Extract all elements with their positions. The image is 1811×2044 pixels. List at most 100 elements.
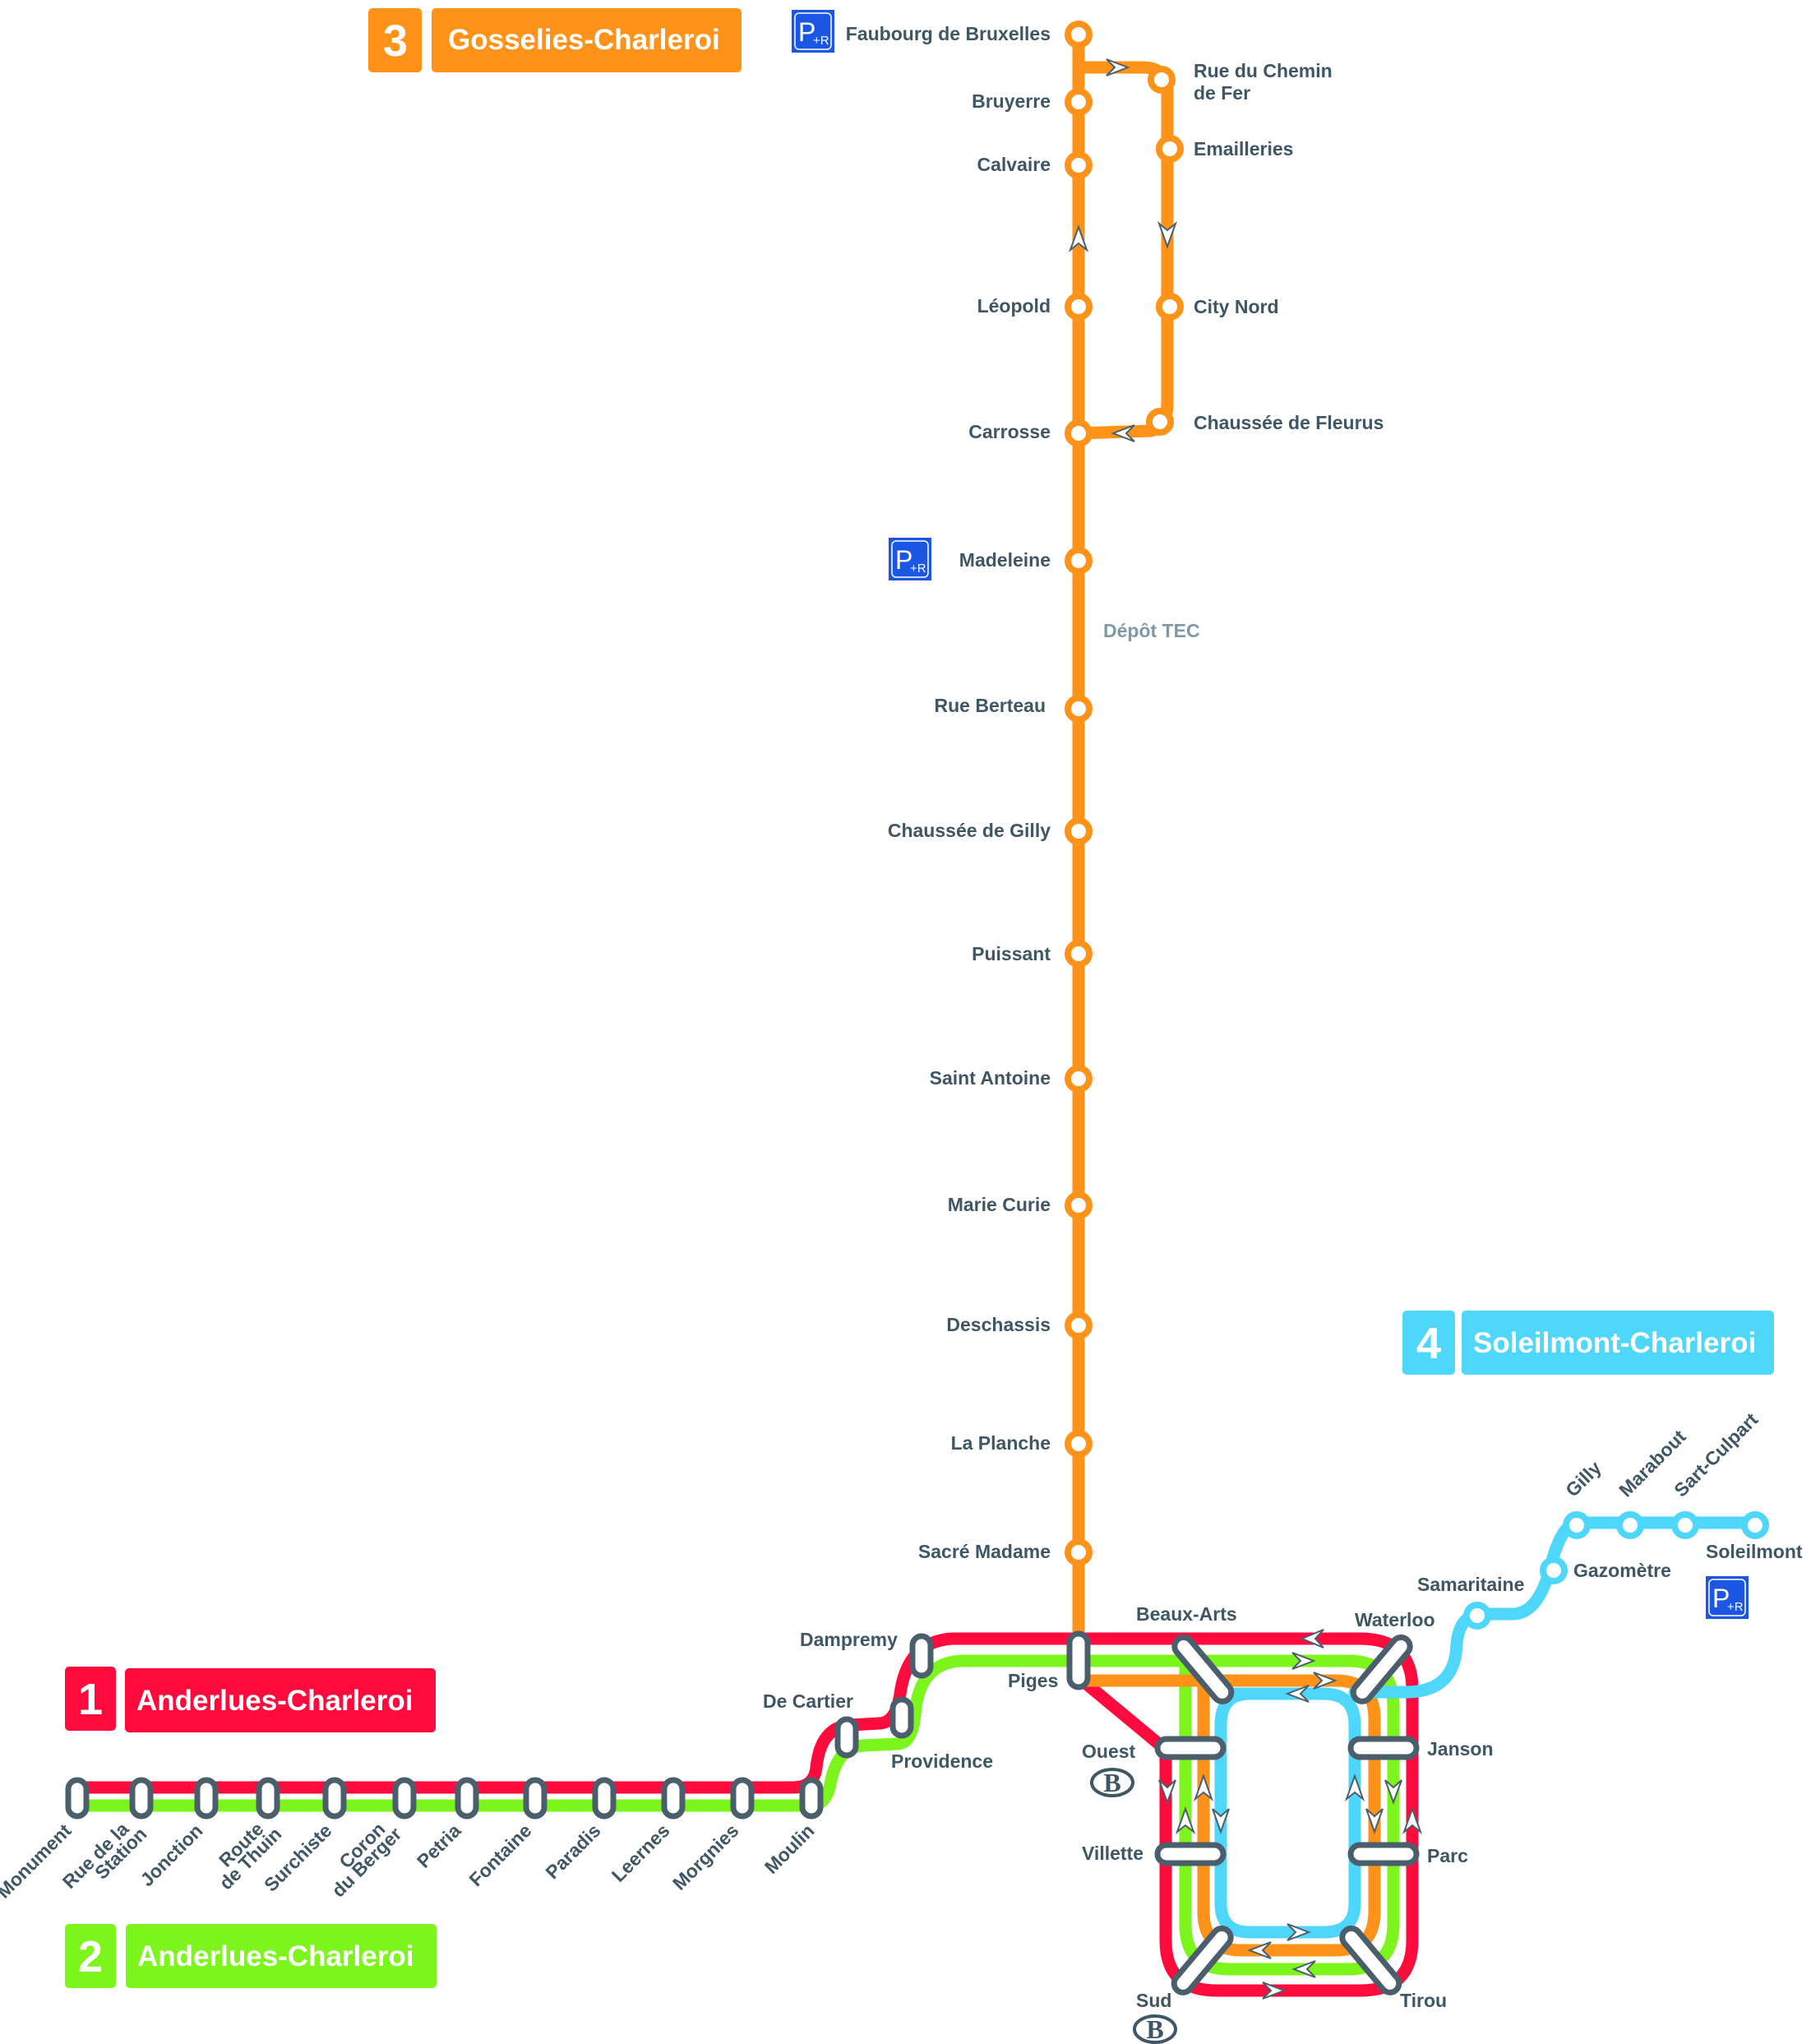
station-marker[interactable] bbox=[1065, 21, 1093, 49]
station-marker[interactable] bbox=[1146, 408, 1174, 436]
station-label: Saint Antoine bbox=[930, 1067, 1051, 1089]
station-label: Rue du Chemin bbox=[1194, 60, 1333, 81]
station-label: Calvaire bbox=[977, 154, 1051, 175]
station-marker[interactable] bbox=[799, 1777, 824, 1820]
line-badge-number-bg bbox=[65, 1667, 116, 1731]
pill-stations bbox=[65, 1630, 1420, 1996]
line-badge-number-bg bbox=[65, 1924, 116, 1988]
station-marker[interactable] bbox=[1065, 293, 1093, 321]
station-marker[interactable] bbox=[1171, 1925, 1235, 1996]
station-label: Soleilmont bbox=[1706, 1541, 1803, 1562]
station-marker[interactable] bbox=[1156, 293, 1184, 321]
svg-text:B: B bbox=[1103, 1768, 1120, 1797]
station-label: Parc bbox=[1427, 1845, 1468, 1866]
station-marker[interactable] bbox=[129, 1777, 154, 1820]
line-badge-name: Anderlues-Charleroi bbox=[136, 1685, 413, 1717]
arrow-icon bbox=[1344, 1773, 1365, 1801]
svg-text:P: P bbox=[1712, 1584, 1730, 1613]
station-label: Marie Curie bbox=[948, 1194, 1051, 1215]
station-marker[interactable] bbox=[455, 1777, 479, 1820]
station-marker[interactable] bbox=[1156, 135, 1184, 163]
station-marker[interactable] bbox=[1741, 1511, 1769, 1539]
station-label: Samaritaine bbox=[1417, 1574, 1524, 1595]
station-marker[interactable] bbox=[1065, 1430, 1093, 1458]
station-marker[interactable] bbox=[661, 1777, 686, 1820]
svg-text:P: P bbox=[895, 545, 912, 575]
station-marker[interactable] bbox=[1065, 419, 1093, 447]
station-marker[interactable] bbox=[1154, 1842, 1227, 1866]
arrow-icon bbox=[1365, 1808, 1384, 1834]
station-marker[interactable] bbox=[1065, 1191, 1093, 1219]
arrow-icon bbox=[1175, 1806, 1196, 1834]
arrow-icon bbox=[1384, 1779, 1402, 1805]
direction-arrows bbox=[1068, 58, 1423, 2000]
station-marker[interactable] bbox=[1350, 1634, 1414, 1705]
west-branch-labels: Monument Rue de la Station Jonction Rout… bbox=[0, 1818, 819, 1903]
line-badge-3[interactable]: 3 Gosselies-Charleroi bbox=[368, 8, 741, 72]
station-marker[interactable] bbox=[1171, 1634, 1235, 1705]
station-marker[interactable] bbox=[1066, 1630, 1091, 1690]
svg-text:+R: +R bbox=[910, 562, 926, 576]
station-marker[interactable] bbox=[730, 1777, 755, 1820]
line-badge-name: Gosselies-Charleroi bbox=[448, 24, 720, 56]
station-label: Piges bbox=[1008, 1670, 1058, 1691]
station-marker[interactable] bbox=[1148, 66, 1176, 94]
station-marker[interactable] bbox=[1671, 1511, 1699, 1539]
station-marker[interactable] bbox=[834, 1716, 859, 1759]
station-label: Morgnies bbox=[668, 1820, 743, 1894]
station-marker[interactable] bbox=[1065, 547, 1093, 575]
station-marker[interactable] bbox=[1563, 1511, 1591, 1539]
arrow-icon bbox=[1157, 221, 1178, 249]
station-label: Jonction bbox=[136, 1820, 206, 1890]
park-ride-icon: P +R bbox=[889, 538, 931, 580]
line-badge-2[interactable]: 2 Anderlues-Charleroi bbox=[65, 1924, 437, 1988]
line-badge-number: 3 bbox=[383, 16, 408, 66]
station-marker[interactable] bbox=[1347, 1842, 1420, 1866]
station-marker[interactable] bbox=[1540, 1556, 1568, 1584]
station-label: Bruyerre bbox=[972, 90, 1051, 112]
station-marker[interactable] bbox=[592, 1777, 617, 1820]
arrow-icon bbox=[1212, 1808, 1230, 1834]
arrow-icon bbox=[1287, 1923, 1311, 1941]
station-marker[interactable] bbox=[889, 1696, 914, 1739]
station-marker[interactable] bbox=[1065, 1065, 1093, 1093]
station-marker[interactable] bbox=[1154, 1736, 1227, 1760]
station-label: Rue Berteau bbox=[935, 695, 1046, 716]
station-marker[interactable] bbox=[322, 1777, 347, 1820]
line-badge-name-bg bbox=[126, 1924, 437, 1988]
station-label: Monument bbox=[0, 1820, 76, 1903]
station-label: Deschassis bbox=[946, 1314, 1051, 1335]
station-marker[interactable] bbox=[1347, 1736, 1420, 1760]
station-marker[interactable] bbox=[256, 1777, 280, 1820]
station-marker[interactable] bbox=[65, 1777, 90, 1820]
svg-text:P: P bbox=[798, 17, 815, 47]
line4-loop bbox=[1214, 1687, 1361, 1939]
line-badge-1[interactable]: 1 Anderlues-Charleroi bbox=[65, 1667, 436, 1732]
svg-text:+R: +R bbox=[1727, 1600, 1744, 1614]
arrow-icon bbox=[1106, 58, 1130, 76]
station-marker[interactable] bbox=[1616, 1511, 1644, 1539]
station-marker[interactable] bbox=[1065, 1311, 1093, 1339]
station-marker[interactable] bbox=[909, 1633, 934, 1679]
station-marker[interactable] bbox=[1065, 88, 1093, 116]
park-ride-icon: P +R bbox=[792, 10, 834, 53]
station-marker[interactable] bbox=[1065, 695, 1093, 723]
station-marker[interactable] bbox=[1065, 1538, 1093, 1566]
station-label: Beaux-Arts bbox=[1136, 1603, 1237, 1625]
station-label: Janson bbox=[1427, 1738, 1494, 1760]
station-label: Tirou bbox=[1400, 1990, 1447, 2011]
station-marker[interactable] bbox=[1065, 817, 1093, 845]
line-badge-name-bg bbox=[125, 1668, 436, 1732]
station-marker[interactable] bbox=[1338, 1925, 1402, 1996]
station-marker[interactable] bbox=[1463, 1602, 1491, 1630]
station-marker[interactable] bbox=[392, 1777, 417, 1820]
line-badge-name-bg bbox=[432, 8, 741, 72]
line-badge-4[interactable]: 4 Soleilmont-Charleroi bbox=[1402, 1311, 1774, 1375]
arrow-icon bbox=[1111, 424, 1135, 442]
station-marker[interactable] bbox=[194, 1777, 219, 1820]
circle-stations bbox=[1065, 21, 1769, 1630]
station-marker[interactable] bbox=[1065, 940, 1093, 968]
station-marker[interactable] bbox=[523, 1777, 547, 1820]
station-marker[interactable] bbox=[1065, 151, 1093, 179]
station-label: Léopold bbox=[977, 295, 1051, 317]
